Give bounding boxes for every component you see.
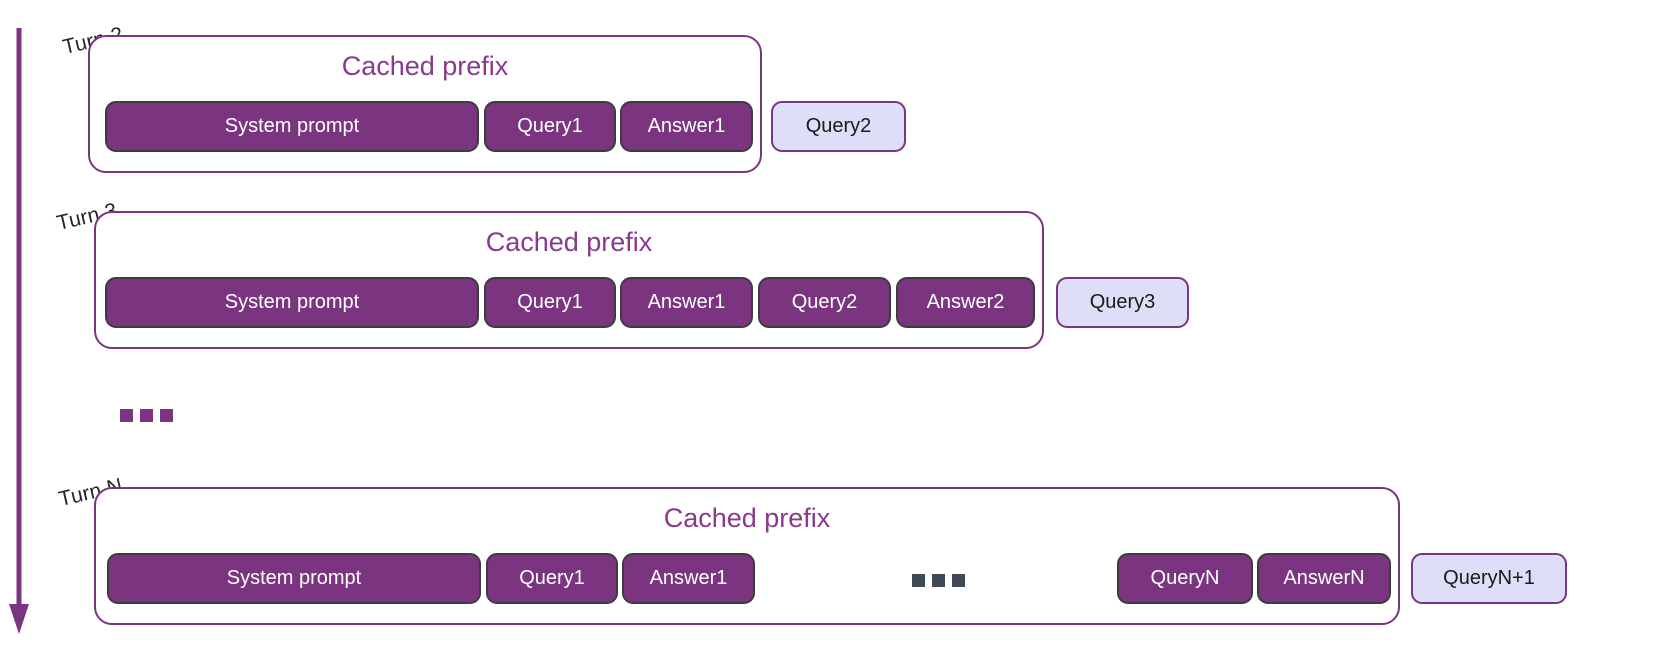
chip-system-prompt-3: System prompt [107, 553, 481, 604]
chip-pending-queryN1: QueryN+1 [1411, 553, 1567, 604]
cached-prefix-title-3: Cached prefix [663, 503, 831, 533]
chip-pending-query2: Query2 [771, 101, 906, 152]
ellipsis-dot [120, 409, 133, 422]
ellipsis-dot [932, 574, 945, 587]
rows-ellipsis [120, 409, 173, 422]
ellipsis-dot [160, 409, 173, 422]
chip-query1-row3: Query1 [486, 553, 618, 604]
chip-answerN-row3: AnswerN [1257, 553, 1391, 604]
cached-prefix-title-2: Cached prefix [485, 227, 653, 257]
ellipsis-dot [912, 574, 925, 587]
ellipsis-dot [952, 574, 965, 587]
chip-pending-query3: Query3 [1056, 277, 1189, 328]
chip-answer1-row1: Answer1 [620, 101, 753, 152]
chip-answer2-row2: Answer2 [896, 277, 1035, 328]
chip-answer1-row3: Answer1 [622, 553, 755, 604]
chips-ellipsis [912, 574, 965, 587]
chip-answer1-row2: Answer1 [620, 277, 753, 328]
chip-query1-row1: Query1 [484, 101, 616, 152]
cached-prefix-title-1: Cached prefix [341, 51, 509, 81]
chip-system-prompt-2: System prompt [105, 277, 479, 328]
chip-queryN-row3: QueryN [1117, 553, 1253, 604]
chip-query2-row2: Query2 [758, 277, 891, 328]
ellipsis-dot [140, 409, 153, 422]
time-axis-arrow-icon [9, 28, 29, 634]
chip-query1-row2: Query1 [484, 277, 616, 328]
chip-system-prompt-1: System prompt [105, 101, 479, 152]
